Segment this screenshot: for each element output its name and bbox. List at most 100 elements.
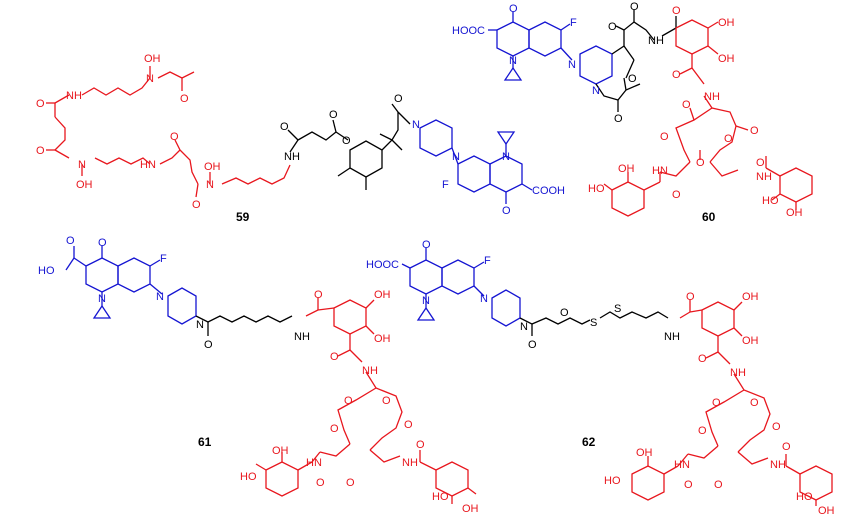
- compound-number-60: 60: [702, 210, 716, 224]
- compound-60-linker: [595, 10, 677, 112]
- compound-59-quinolone: [419, 119, 533, 204]
- atom-label: HN: [674, 459, 690, 471]
- atom-label: O: [280, 121, 289, 133]
- atom-label: O: [750, 397, 759, 409]
- atom-label: N: [422, 295, 430, 307]
- atom-label: N: [502, 151, 510, 163]
- atom-label: N: [196, 319, 204, 331]
- atom-label: O: [660, 131, 669, 143]
- atom-label: O: [682, 99, 691, 111]
- atom-label: OH: [272, 445, 289, 457]
- atom-label: O: [630, 1, 639, 13]
- atom-label: O: [330, 351, 339, 363]
- atom-label: O: [394, 93, 403, 105]
- atom-label: N: [480, 293, 488, 305]
- atom-label: O: [36, 98, 45, 110]
- atom-label: O: [330, 423, 339, 435]
- atom-label: O: [724, 133, 733, 145]
- atom-label: N: [568, 59, 576, 71]
- compound-62-labels: HOOC O F N N N O O S S NH O OH OH O NH O…: [366, 239, 835, 517]
- atom-label: OH: [718, 17, 735, 29]
- compound-61-labels: O HO O F N N N O NH O OH OH O NH O O O O…: [38, 235, 479, 515]
- atom-label: O: [509, 3, 518, 15]
- atom-label: O: [342, 135, 351, 147]
- atom-label: N: [206, 179, 214, 191]
- atom-label: O: [98, 237, 107, 249]
- atom-label: N: [146, 73, 154, 85]
- atom-label: N: [78, 159, 86, 171]
- compound-62-linker: [519, 311, 669, 336]
- atom-label: O: [672, 69, 681, 81]
- atom-label: O: [756, 157, 765, 169]
- compound-62-quinolone: [401, 248, 521, 327]
- atom-label: NH: [664, 331, 680, 343]
- atom-label: O: [422, 239, 431, 251]
- compound-62-siderophore: [631, 300, 833, 506]
- atom-label: O: [696, 157, 705, 169]
- atom-label: O: [698, 353, 707, 365]
- atom-label: O: [672, 5, 681, 17]
- compound-60-labels: HOOC O F N N N O O NH O O O OH OH O NH O…: [452, 1, 803, 224]
- atom-label: HN: [652, 165, 668, 177]
- atom-label: NH: [648, 35, 664, 47]
- atom-label: HO: [604, 475, 621, 487]
- atom-label: NH: [294, 331, 310, 343]
- atom-label: O: [528, 339, 537, 351]
- atom-label: OH: [462, 503, 479, 515]
- atom-label: O: [502, 205, 511, 217]
- atom-label: O: [180, 93, 189, 105]
- atom-label: O: [782, 441, 791, 453]
- atom-label: OH: [718, 53, 735, 65]
- atom-label: N: [520, 321, 528, 333]
- atom-label: O: [344, 395, 353, 407]
- atom-label: O: [192, 199, 201, 211]
- compound-60: HOOC O F N N N O O NH O O O OH OH O NH O…: [452, 1, 813, 224]
- atom-label: O: [36, 145, 45, 157]
- atom-label: O: [416, 439, 425, 451]
- compound-60-siderophore: [603, 19, 813, 217]
- atom-label: N: [98, 293, 106, 305]
- atom-label: O: [750, 125, 759, 137]
- atom-label: N: [452, 151, 460, 163]
- atom-label: O: [170, 131, 179, 143]
- atom-label: S: [614, 303, 621, 315]
- atom-label: O: [698, 425, 707, 437]
- atom-label: O: [714, 479, 723, 491]
- atom-label: NH: [756, 171, 772, 183]
- atom-label: OH: [374, 289, 391, 301]
- compound-61-linker: [195, 315, 293, 336]
- atom-label: OH: [786, 207, 803, 219]
- atom-label: OH: [742, 335, 759, 347]
- atom-label: HOOC: [452, 25, 485, 37]
- atom-label: OH: [204, 161, 221, 173]
- atom-label: HN: [140, 159, 156, 171]
- atom-label: F: [160, 253, 167, 265]
- compound-59-siderophore-chain: [46, 66, 291, 198]
- atom-label: O: [404, 419, 413, 431]
- compound-62: HOOC O F N N N O O S S NH O OH OH O NH O…: [366, 239, 835, 517]
- compound-61: O HO O F N N N O NH O OH OH O NH O O O O…: [38, 235, 479, 515]
- atom-label: OH: [618, 163, 635, 175]
- atom-label: S: [590, 317, 597, 329]
- atom-label: COOH: [532, 185, 565, 197]
- atom-label: O: [316, 477, 325, 489]
- atom-label: NH: [770, 459, 786, 471]
- atom-label: O: [314, 289, 323, 301]
- atom-label: O: [686, 291, 695, 303]
- atom-label: OH: [76, 179, 93, 191]
- atom-label: NH: [66, 90, 82, 102]
- atom-label: O: [712, 397, 721, 409]
- atom-label: N: [412, 119, 420, 131]
- atom-label: OH: [818, 505, 835, 517]
- atom-label: HO: [588, 183, 605, 195]
- atom-label: O: [329, 109, 338, 121]
- atom-label: OH: [742, 291, 759, 303]
- compound-59: OH N O NH O O N OH HN O OH N O NH O O O …: [36, 53, 565, 224]
- atom-label: HO: [240, 471, 257, 483]
- atom-label: N: [592, 85, 600, 97]
- compound-59-linker: [287, 103, 411, 190]
- atom-label: O: [560, 307, 569, 319]
- atom-label: F: [442, 179, 449, 191]
